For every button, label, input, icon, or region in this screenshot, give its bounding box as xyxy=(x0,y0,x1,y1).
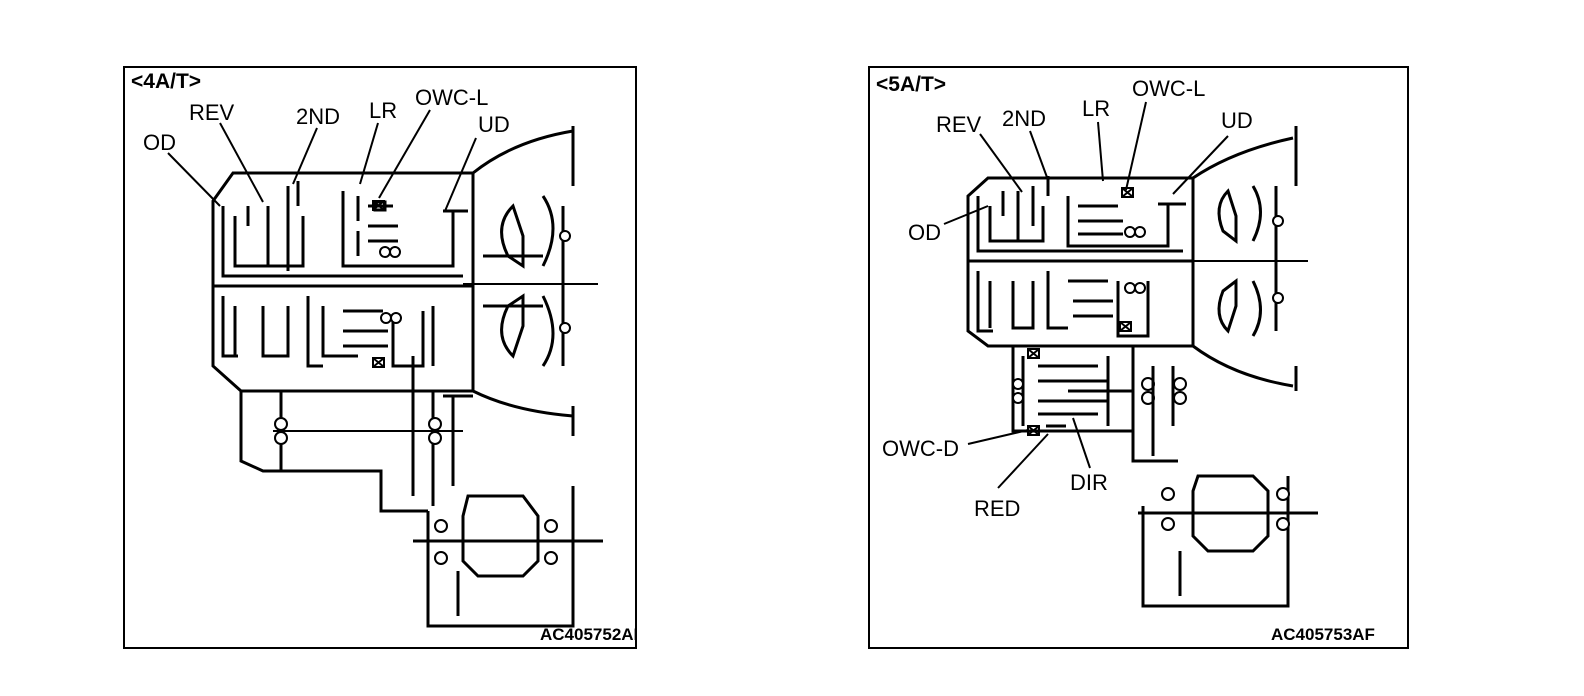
label-lr-5at: LR xyxy=(1082,96,1110,121)
panel-title-5at: <5A/T> xyxy=(876,73,946,96)
label-leaders-4at xyxy=(167,109,477,212)
label-owc-l-4at: OWC-L xyxy=(415,85,488,110)
label-2nd-5at: 2ND xyxy=(1002,106,1046,131)
label-leaders-5at xyxy=(943,101,1229,489)
diagram-4at: <4A/T> OD REV 2ND LR OWC-L UD AC405752AF xyxy=(123,66,644,650)
transmission-schematic-5at xyxy=(966,126,1318,608)
label-ud-4at: UD xyxy=(478,112,510,137)
label-lr-4at: LR xyxy=(369,98,397,123)
label-red-5at: RED xyxy=(974,496,1020,521)
panel-title-4at: <4A/T> xyxy=(131,70,201,93)
label-2nd-4at: 2ND xyxy=(296,104,340,129)
label-rev-5at: REV xyxy=(936,112,982,137)
diagram-5at-frame xyxy=(868,66,1409,649)
label-dir-5at: DIR xyxy=(1070,470,1108,495)
figure-code-4at: AC405752AF xyxy=(540,625,637,644)
label-owc-l-5at: OWC-L xyxy=(1132,76,1205,101)
label-od-5at: OD xyxy=(908,220,941,245)
transmission-schematic-4at xyxy=(211,126,603,628)
label-rev-4at: REV xyxy=(189,100,235,125)
label-od-4at: OD xyxy=(143,130,176,155)
label-ud-5at: UD xyxy=(1221,108,1253,133)
diagram-5at-schematic: <5A/T> OD REV 2ND LR OWC-L UD OWC-D RED … xyxy=(868,66,1409,649)
diagram-5at: <5A/T> OD REV 2ND LR OWC-L UD OWC-D RED … xyxy=(868,66,1409,650)
label-owc-d-5at: OWC-D xyxy=(882,436,959,461)
diagram-4at-schematic: <4A/T> OD REV 2ND LR OWC-L UD AC405752AF xyxy=(123,66,644,649)
diagram-4at-frame xyxy=(123,66,637,649)
figure-code-5at: AC405753AF xyxy=(1271,625,1375,644)
